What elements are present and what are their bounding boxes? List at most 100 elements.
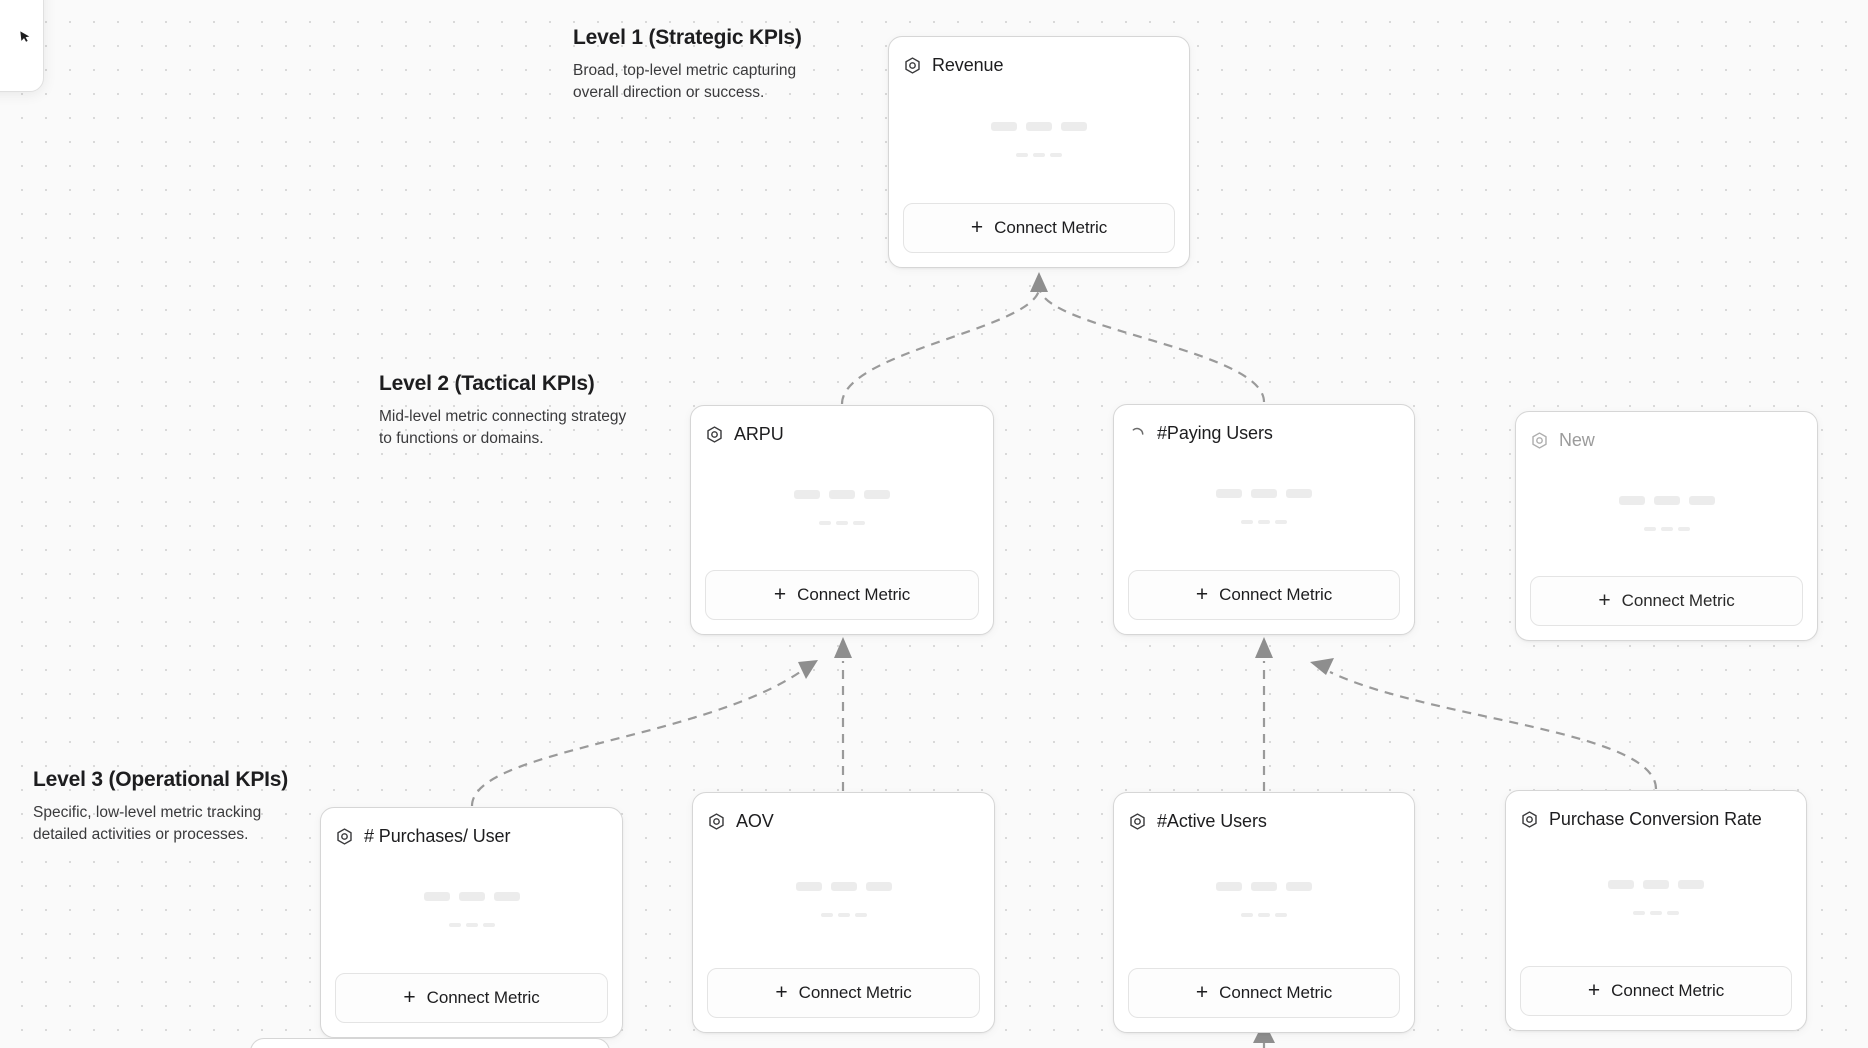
metric-card-offscreen-bottom[interactable] (250, 1038, 610, 1048)
connect-metric-label: Connect Metric (994, 218, 1108, 237)
card-title: AOV (736, 810, 774, 831)
arrowhead-arpu-left (798, 660, 818, 679)
skeleton-bar (493, 892, 520, 901)
skeleton-bar (1258, 913, 1270, 917)
skeleton-row-primary (1608, 880, 1704, 889)
hexagon-target-icon (707, 812, 726, 831)
connect-metric-button[interactable]: + Connect Metric (705, 570, 979, 620)
plus-icon: + (773, 582, 787, 606)
connect-metric-button[interactable]: + Connect Metric (1128, 968, 1400, 1018)
connect-metric-button[interactable]: + Connect Metric (1520, 966, 1792, 1016)
skeleton-bar (1660, 526, 1673, 531)
skeleton-bar (1678, 880, 1704, 889)
connect-metric-label: Connect Metric (1219, 585, 1333, 604)
card-title: # Purchases/ User (364, 825, 511, 846)
metric-card-revenue[interactable]: Revenue + Connect Metric (888, 36, 1190, 268)
skeleton-row-primary (1216, 489, 1312, 498)
skeleton-bar (458, 892, 485, 901)
skeleton-bar (1286, 882, 1312, 891)
connect-metric-button[interactable]: + Connect Metric (1530, 576, 1803, 626)
card-title: #Paying Users (1157, 422, 1273, 443)
plus-icon: + (1195, 980, 1209, 1004)
skeleton-bar (1633, 911, 1645, 915)
card-placeholder-body (705, 448, 979, 570)
skeleton-row-primary (991, 121, 1087, 131)
arrowhead-revenue (1030, 272, 1048, 292)
connect-metric-button[interactable]: + Connect Metric (903, 203, 1175, 253)
hexagon-target-icon (1530, 431, 1549, 450)
skeleton-bar (795, 882, 822, 891)
skeleton-bar (1653, 495, 1680, 505)
loading-spinner-icon (1128, 424, 1147, 443)
edge-purchases-to-arpu (470, 671, 801, 807)
metric-card-purchases-per-user[interactable]: # Purchases/ User + Connect Metric (320, 807, 623, 1038)
card-placeholder-body (1530, 454, 1803, 576)
skeleton-bar (819, 520, 831, 525)
skeleton-row-secondary (448, 923, 495, 927)
skeleton-row-primary (1216, 882, 1312, 891)
connect-metric-label: Connect Metric (426, 988, 540, 1007)
connect-metric-label: Connect Metric (1219, 983, 1333, 1002)
card-header: ARPU (705, 420, 979, 448)
hexagon-target-icon (335, 827, 354, 846)
skeleton-row-primary (795, 882, 892, 891)
metric-card-active-users[interactable]: #Active Users + Connect Metric (1113, 792, 1415, 1033)
level-1-label-group: Level 1 (Strategic KPIs) Broad, top-leve… (573, 26, 833, 105)
connect-metric-button[interactable]: + Connect Metric (1128, 570, 1400, 620)
skeleton-bar (448, 923, 461, 927)
floating-toolbar-panel[interactable] (0, 0, 44, 92)
skeleton-bar (853, 520, 865, 525)
skeleton-bar (465, 923, 478, 927)
card-placeholder-body (1520, 833, 1792, 966)
arrowhead-arpu-center (834, 637, 852, 658)
connect-metric-button[interactable]: + Connect Metric (335, 973, 608, 1023)
card-placeholder-body (1128, 447, 1400, 570)
connect-metric-label: Connect Metric (797, 585, 911, 604)
skeleton-bar (1286, 489, 1312, 498)
metric-card-aov[interactable]: AOV + Connect Metric (692, 792, 995, 1033)
skeleton-bar (1667, 911, 1679, 915)
skeleton-row-secondary (1241, 520, 1287, 524)
plus-icon: + (1195, 582, 1209, 606)
cursor-icon[interactable] (17, 29, 33, 45)
metric-card-new[interactable]: New + Connect Metric (1515, 411, 1818, 641)
skeleton-bar (1033, 152, 1045, 157)
level-2-title: Level 2 (Tactical KPIs) (379, 372, 595, 395)
card-title: Revenue (932, 54, 1004, 75)
card-title: New (1559, 429, 1595, 450)
connect-metric-button[interactable]: + Connect Metric (707, 968, 980, 1018)
skeleton-bar (1241, 913, 1253, 917)
connect-metric-label: Connect Metric (1611, 981, 1725, 1000)
edge-paying-users-to-revenue (1038, 289, 1266, 403)
card-header: # Purchases/ User (335, 822, 608, 850)
hexagon-target-icon (1128, 812, 1147, 831)
skeleton-bar (854, 913, 867, 917)
plus-icon: + (403, 985, 416, 1009)
skeleton-bar (829, 489, 855, 499)
metric-card-paying-users[interactable]: #Paying Users + Connect Metric (1113, 404, 1415, 635)
skeleton-bar (1688, 495, 1715, 505)
skeleton-row-secondary (1241, 913, 1287, 917)
card-placeholder-body (903, 79, 1175, 203)
card-header: AOV (707, 807, 980, 835)
metric-card-arpu[interactable]: ARPU + Connect Metric (690, 405, 994, 635)
plus-icon: + (1587, 978, 1601, 1002)
card-placeholder-body (335, 850, 608, 973)
card-placeholder-body (707, 835, 980, 968)
skeleton-bar (1608, 880, 1634, 889)
card-title: #Active Users (1157, 810, 1267, 831)
skeleton-bar (1216, 882, 1242, 891)
connect-metric-label: Connect Metric (1621, 591, 1735, 610)
skeleton-row-primary (1618, 495, 1715, 505)
hexagon-target-icon (1520, 810, 1539, 829)
level-1-title: Level 1 (Strategic KPIs) (573, 26, 802, 49)
arrowhead-paying-users-right (1310, 658, 1334, 675)
skeleton-bar (794, 489, 820, 499)
level-2-label-group: Level 2 (Tactical KPIs) Mid-level metric… (379, 372, 639, 451)
hexagon-target-icon (705, 425, 724, 444)
skeleton-row-secondary (1643, 526, 1690, 531)
metric-card-purchase-conversion-rate[interactable]: Purchase Conversion Rate + Connect Metri… (1505, 790, 1807, 1031)
level-1-description: Broad, top-level metric capturing overal… (573, 62, 797, 102)
skeleton-bar (1216, 489, 1242, 498)
